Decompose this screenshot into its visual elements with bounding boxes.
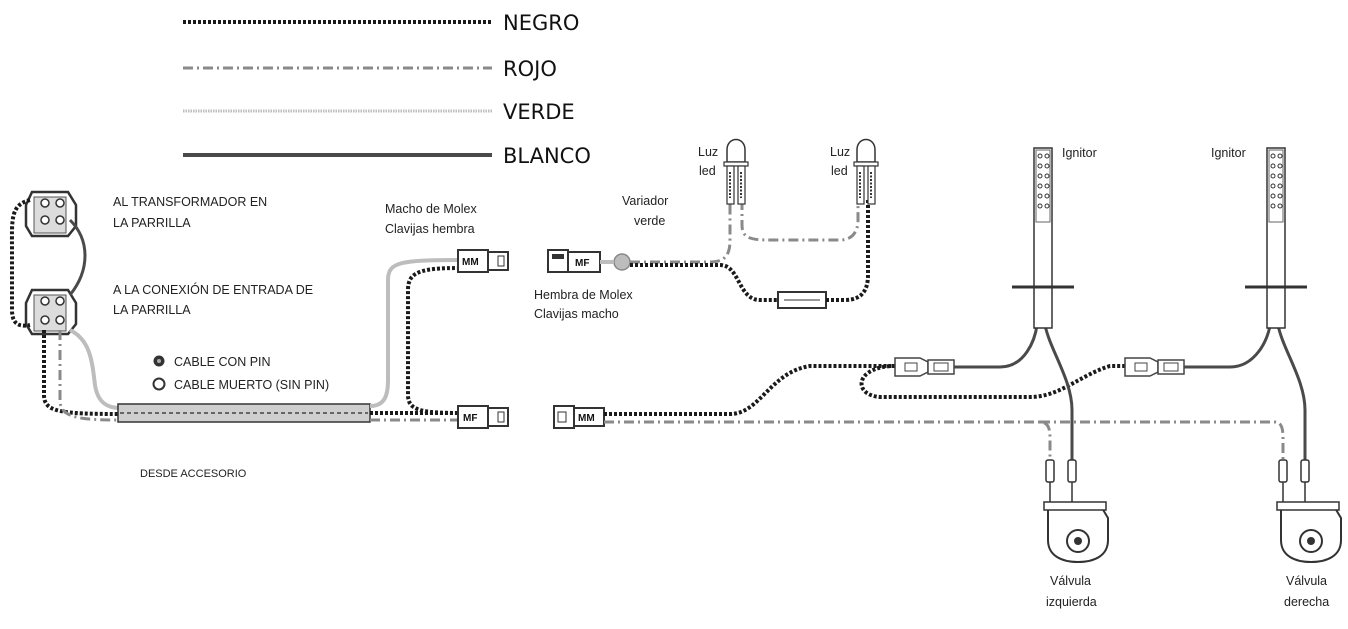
label-ignitor-right: Ignitor — [1211, 146, 1246, 160]
connector-mf-bottom-label: MF — [463, 413, 477, 424]
label-from-accessory: DESDE ACCESORIO — [140, 468, 247, 480]
wire-white-right-ignitor — [1184, 324, 1272, 369]
label-grill-input-1: A LA CONEXIÓN DE ENTRADA DE — [113, 282, 313, 297]
spade-connector-right — [1124, 357, 1185, 377]
label-transformer-2: LA PARRILLA — [113, 216, 191, 230]
label-molex-male-1: Macho de Molex — [385, 202, 477, 216]
connector-mf-bottom: MF — [457, 405, 509, 429]
label-valve-right-2: derecha — [1284, 595, 1329, 609]
label-grill-input-2: LA PARRILLA — [113, 303, 191, 317]
legend-label-rojo: ROJO — [503, 57, 557, 81]
wire-black-to-mm-top — [406, 266, 461, 415]
label-valve-right-1: Válvula — [1286, 574, 1327, 588]
label-molex-male-2: Clavijas hembra — [385, 222, 475, 236]
label-valve-left-1: Válvula — [1050, 574, 1091, 588]
label-dead-cable: CABLE MUERTO (SIN PIN) — [174, 378, 329, 392]
valve-left — [1043, 459, 1109, 564]
connector-mf-mid: MF — [547, 249, 601, 273]
wire-green-from-plug — [69, 328, 121, 410]
wire-red-led-bridge — [740, 200, 860, 242]
wire-white-plug-link — [68, 218, 87, 296]
wire-black-loop-left-ignitor — [859, 364, 1125, 399]
label-dimmer-2: verde — [634, 214, 665, 228]
wire-black-plug-loop — [9, 198, 31, 328]
wire-black-from-plug — [42, 330, 121, 416]
dimmer-knob — [613, 253, 631, 271]
label-ignitor-left: Ignitor — [1062, 146, 1097, 160]
connector-mm-top: MM — [457, 249, 509, 273]
led-left — [723, 138, 749, 205]
wire-white-right-ignitor-down — [1276, 324, 1307, 460]
wire-black-main-right — [604, 364, 895, 416]
label-molex-female-2: Clavijas macho — [534, 307, 619, 321]
ignitor-right — [1245, 147, 1307, 329]
wire-white-left-ignitor-down — [1043, 324, 1074, 460]
wire-red-dimmer-to-led — [630, 200, 732, 264]
wire-red-to-right-valve — [1040, 420, 1285, 460]
label-pin-cable: CABLE CON PIN — [174, 355, 271, 369]
wire-black-fuse-to-led — [826, 200, 870, 302]
legend-label-verde: VERDE — [503, 100, 575, 124]
legend: NEGRO ROJO VERDE BLANCO — [183, 11, 591, 168]
cable-key — [152, 355, 166, 391]
grill-input-plug — [24, 288, 78, 336]
wire-red-from-plug — [58, 330, 121, 422]
wire-white-left-ignitor — [954, 324, 1039, 369]
connector-mm-mid: MM — [553, 405, 605, 429]
wire-red-main-right — [604, 420, 1052, 460]
label-led-right-1: Luz — [830, 145, 850, 159]
connector-mm-mid-label: MM — [578, 413, 595, 424]
label-led-left-2: led — [699, 164, 716, 178]
legend-label-blanco: BLANCO — [503, 144, 591, 168]
valve-right — [1276, 459, 1342, 564]
connector-mm-top-label: MM — [462, 257, 479, 268]
spade-connector-left — [894, 357, 955, 377]
label-led-left-1: Luz — [698, 145, 718, 159]
transformer-plug — [24, 190, 78, 238]
connector-mf-mid-label: MF — [575, 258, 589, 269]
ignitor-left — [1012, 147, 1074, 329]
dead-cable-icon — [152, 377, 166, 391]
wire-green-to-mm-top — [369, 258, 461, 408]
label-dimmer-1: Variador — [622, 194, 668, 208]
legend-label-negro: NEGRO — [503, 11, 579, 35]
label-led-right-2: led — [831, 164, 848, 178]
label-transformer-1: AL TRANSFORMADOR EN — [113, 195, 267, 209]
label-molex-female-1: Hembra de Molex — [534, 288, 633, 302]
led-right — [853, 138, 879, 205]
wire-black-dimmer-to-fuse — [630, 263, 780, 302]
label-valve-left-2: izquierda — [1046, 595, 1097, 609]
